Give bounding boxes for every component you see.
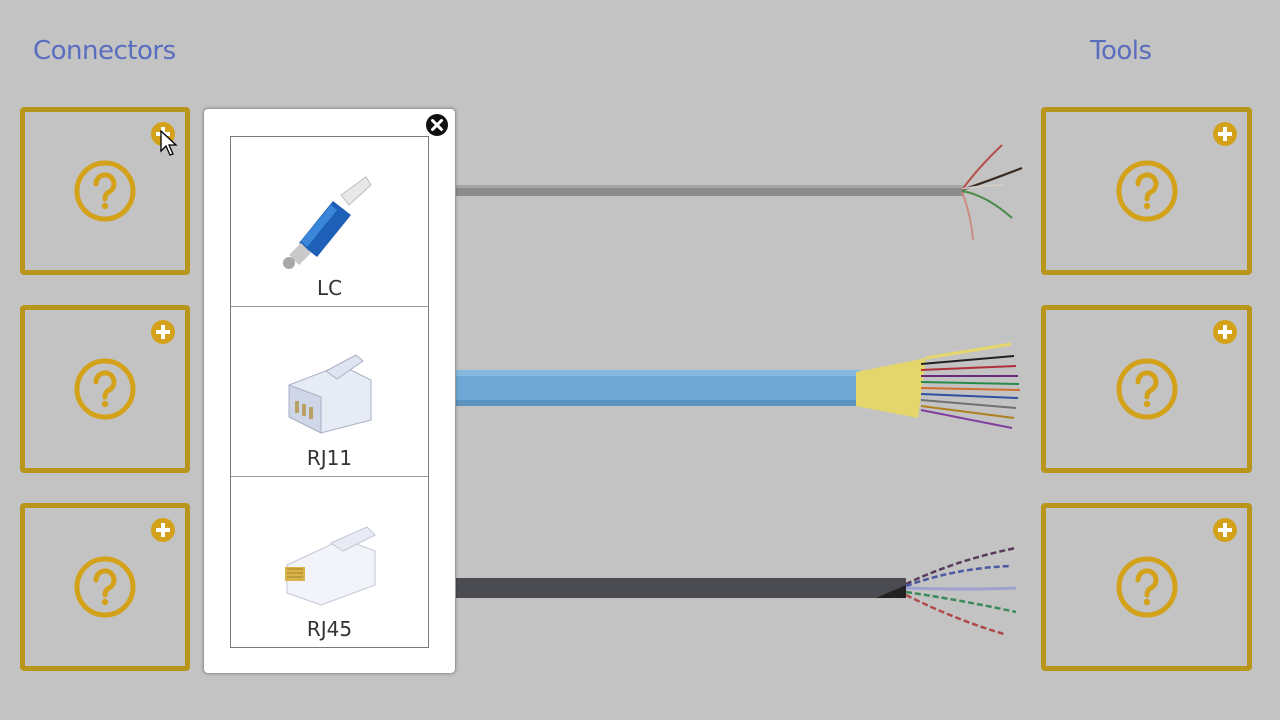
plus-circle-icon[interactable] [151,320,175,344]
plus-circle-icon[interactable] [151,518,175,542]
mouse-cursor-icon [160,130,178,156]
fiber-cable [456,342,1021,429]
rj45-connector-icon [285,526,376,606]
connector-picker-popup: LC RJ11 RJ45 [203,108,456,674]
tool-slot-1[interactable] [1041,107,1252,275]
connector-slot-3[interactable] [20,503,190,671]
question-mark-icon [74,358,136,420]
connector-option-list: LC RJ11 RJ45 [230,136,429,648]
rj11-connector-icon [288,354,372,434]
plus-circle-icon[interactable] [1213,122,1237,146]
connectors-heading: Connectors [33,36,176,66]
connector-option-lc[interactable]: LC [231,137,428,307]
tool-slot-2[interactable] [1041,305,1252,473]
question-mark-icon [74,160,136,222]
option-label: RJ45 [306,617,353,641]
option-label: RJ11 [306,446,353,470]
tool-slot-3[interactable] [1041,503,1252,671]
twisted-pair-cable [456,546,1017,636]
connector-slot-2[interactable] [20,305,190,473]
tools-heading: Tools [1090,36,1152,66]
question-mark-icon [1116,358,1177,420]
question-mark-icon [1116,160,1177,222]
connector-option-rj11[interactable]: RJ11 [231,307,428,477]
question-mark-icon [1116,556,1177,618]
multi-wire-cable [456,144,1023,241]
question-mark-icon [74,556,136,618]
close-circle-icon[interactable] [425,113,449,137]
option-label: LC [316,276,343,300]
plus-circle-icon[interactable] [1213,320,1237,344]
plus-circle-icon[interactable] [1213,518,1237,542]
lc-connector-icon [283,176,372,269]
connector-option-rj45[interactable]: RJ45 [231,477,428,647]
